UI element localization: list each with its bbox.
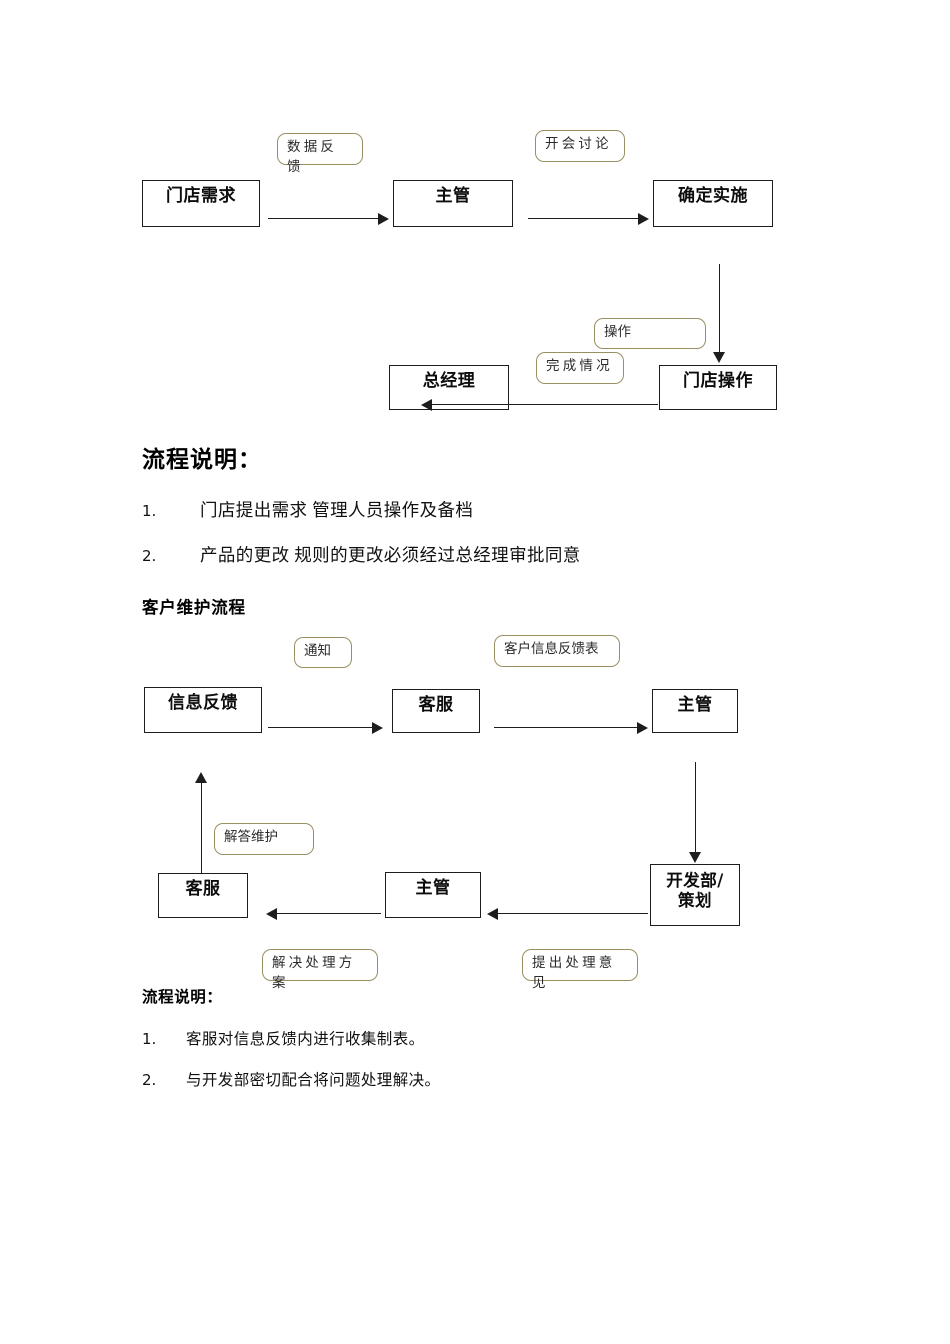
arrow-store-operation-to-gm (432, 404, 658, 405)
arrow-supervisor-to-confirm (528, 218, 638, 219)
list-item: 2. 产品的更改 规则的更改必须经过总经理审批同意 (142, 542, 581, 567)
node-label-line-2: 策划 (678, 891, 712, 911)
callout-operate: 操作 (594, 318, 706, 349)
callout-customer-info-feedback-form: 客户信息反馈表 (494, 635, 620, 667)
arrow-dev-to-supervisor-bottom (498, 913, 648, 914)
list-item: 1. 门店提出需求 管理人员操作及备档 (142, 497, 473, 522)
callout-answer-maintenance: 解答维护 (214, 823, 314, 855)
list-marker: 2. (142, 1071, 157, 1089)
node-store-demand: 门店需求 (142, 180, 260, 227)
callout-notify: 通知 (294, 637, 352, 668)
callout-processing-opinion: 提出处理意见 (522, 949, 638, 990)
arrow-feedback-to-cs (268, 727, 372, 728)
callout-solution-plan: 解决处理方案 (262, 949, 378, 990)
list-text: 产品的更改 规则的更改必须经过总经理审批同意 (200, 545, 581, 565)
arrow-cs-to-supervisor (494, 727, 637, 728)
callout-data-feedback: 数据反馈 (277, 133, 363, 174)
arrowhead-supervisor-to-cs-bottom (266, 908, 277, 920)
arrow-confirm-to-store-operation (719, 264, 720, 354)
node-info-feedback: 信息反馈 (144, 687, 262, 733)
node-development-planning: 开发部/ 策划 (650, 864, 740, 926)
node-confirm-implementation: 确定实施 (653, 180, 773, 227)
node-supervisor-bottom: 主管 (385, 872, 481, 918)
arrowhead-confirm-to-store-operation (713, 352, 725, 363)
list-text: 客服对信息反馈内进行收集制表。 (186, 1031, 425, 1048)
arrowhead-cs-to-feedback (195, 772, 207, 783)
arrow-supervisor-to-cs-bottom (277, 913, 381, 914)
arrowhead-demand-to-supervisor (378, 213, 389, 225)
node-customer-service-bottom: 客服 (158, 873, 248, 918)
arrowhead-store-operation-to-gm (421, 399, 432, 411)
arrowhead-feedback-to-cs (372, 722, 383, 734)
section-3-heading: 流程说明： (142, 988, 223, 1006)
node-supervisor-top: 主管 (652, 689, 738, 733)
arrow-demand-to-supervisor (268, 218, 378, 219)
list-text: 门店提出需求 管理人员操作及备档 (200, 500, 474, 520)
node-store-operation: 门店操作 (659, 365, 777, 410)
arrowhead-cs-to-supervisor (637, 722, 648, 734)
node-supervisor: 主管 (393, 180, 513, 227)
list-marker: 2. (142, 547, 157, 565)
callout-meeting-discussion: 开会讨论 (535, 130, 625, 162)
list-item: 2. 与开发部密切配合将问题处理解决。 (142, 1068, 440, 1090)
list-item: 1. 客服对信息反馈内进行收集制表。 (142, 1027, 425, 1049)
callout-completion-status: 完成情况 (536, 352, 624, 384)
arrowhead-supervisor-to-confirm (638, 213, 649, 225)
list-marker: 1. (142, 502, 157, 520)
node-label-line-1: 开发部/ (666, 871, 724, 890)
section-1-heading: 流程说明： (142, 447, 262, 473)
arrow-cs-to-feedback (201, 782, 202, 874)
node-general-manager: 总经理 (389, 365, 509, 410)
list-marker: 1. (142, 1030, 157, 1048)
section-2-title: 客户维护流程 (142, 598, 246, 617)
arrowhead-dev-to-supervisor-bottom (487, 908, 498, 920)
arrowhead-supervisor-to-dev (689, 852, 701, 863)
list-text: 与开发部密切配合将问题处理解决。 (186, 1072, 441, 1089)
node-customer-service-top: 客服 (392, 689, 480, 733)
arrow-supervisor-to-dev (695, 762, 696, 854)
